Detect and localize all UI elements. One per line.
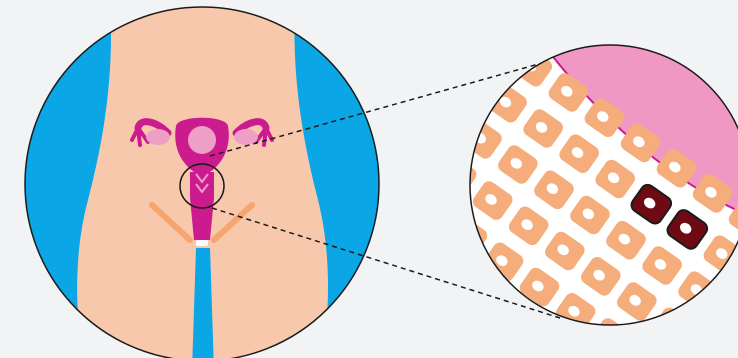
ovary-right-icon	[234, 129, 258, 145]
cell-nucleus	[663, 318, 679, 333]
cell-nucleus	[458, 228, 474, 243]
cell-magnified-view	[434, 30, 738, 358]
cell-nucleus	[447, 167, 463, 182]
ovary-left-icon	[146, 129, 170, 145]
anatomy-view	[25, 0, 379, 358]
cell-nucleus	[602, 329, 618, 344]
